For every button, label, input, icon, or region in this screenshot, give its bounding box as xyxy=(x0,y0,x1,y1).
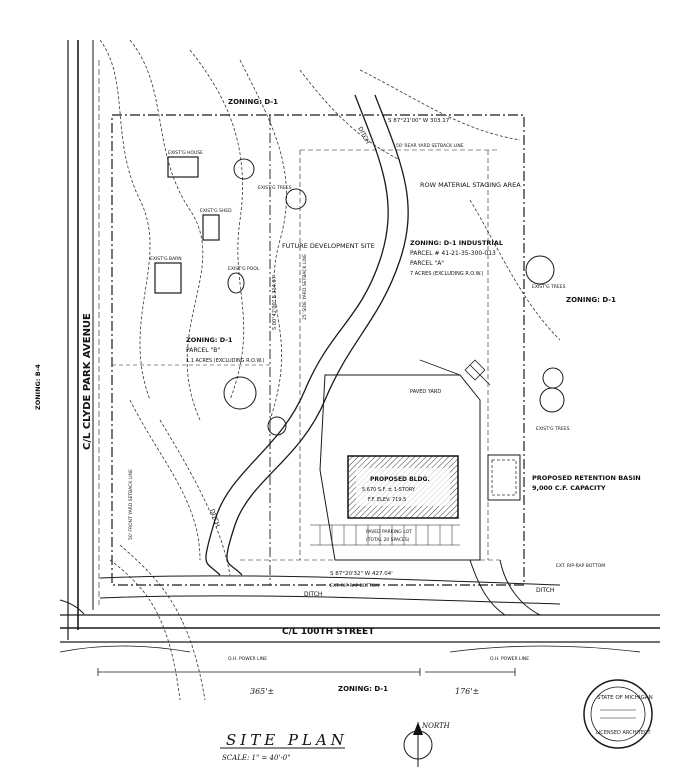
parcel-a-name: PARCEL "A" xyxy=(410,260,444,267)
ditch-label-4: DITCH xyxy=(536,587,554,594)
building-label-3: F.F. ELEV. 719.5 xyxy=(368,497,406,503)
seal-line-1: STATE OF MICHIGAN xyxy=(597,695,653,701)
building-label-1: PROPOSED BLDG. xyxy=(370,476,430,483)
street-driveways xyxy=(469,559,541,616)
exist-shed-label: EXIST'G SHED xyxy=(200,208,232,214)
bearing-bottom: S 87°20'32" W 427.04' xyxy=(330,571,393,577)
clyde-park-avenue-label: C/L CLYDE PARK AVENUE xyxy=(82,313,93,450)
parcel-b-area: 1.1 ACRES (EXCLUDING R.O.W.) xyxy=(186,358,264,364)
north-label: NORTH xyxy=(421,722,451,730)
side-setback-label: 25' SIDE YARD SETBACK LINE xyxy=(302,254,308,320)
existing-house xyxy=(167,156,199,178)
drawing-title: SITE PLAN xyxy=(226,731,348,749)
parcel-a-zoning: ZONING: D-1 INDUSTRIAL xyxy=(410,239,503,247)
bearing-mid: S 00°42'00" E 314.97' xyxy=(272,275,278,330)
parcel-b-zoning: ZONING: D-1 xyxy=(186,336,233,344)
drawing-scale: SCALE: 1" = 40'-0" xyxy=(222,754,290,762)
zoning-top-label: ZONING: D-1 xyxy=(228,98,278,106)
zoning-right-label: ZONING: D-1 xyxy=(566,296,616,304)
seal-line-2: LICENSED ARCHITECT xyxy=(596,730,651,736)
retention-basin xyxy=(487,454,521,501)
exist-trees-label-3: EXIST'G TREES xyxy=(536,426,570,432)
existing-shed xyxy=(202,214,220,241)
exist-barn-label: EXIST'G BARN xyxy=(150,256,182,262)
existing-trees xyxy=(223,158,565,436)
paved-yard-label: PAVED YARD xyxy=(410,389,441,395)
staging-area-label: ROW MATERIAL STAGING AREA xyxy=(420,181,521,189)
100th-street-label: C/L 100TH STREET xyxy=(282,627,375,637)
retention-label-2: 9,000 C.F. CAPACITY xyxy=(532,484,606,492)
parking-lot-label: PAVED PARKING LOT xyxy=(366,529,412,535)
existing-pool xyxy=(227,272,245,294)
zoning-left-label: ZONING: B-4 xyxy=(34,364,42,410)
parcel-a-area: 7 ACRES (EXCLUDING R.O.W.) xyxy=(410,271,484,277)
rip-rap-label-1: EXT. RIP-RAP BOTTOM xyxy=(330,583,379,589)
ditch-label-2: DITCH xyxy=(208,508,221,528)
dimension-marks xyxy=(97,668,516,676)
property-boundary xyxy=(98,114,525,673)
zoning-bottom-label: ZONING: D-1 xyxy=(338,685,388,693)
parking-spaces-label: (TOTAL 20 SPACES) xyxy=(366,537,410,543)
paved-yard xyxy=(319,359,491,561)
existing-barn xyxy=(154,262,182,294)
contour-lines xyxy=(99,39,561,701)
parcel-b-name: PARCEL "B" xyxy=(186,347,220,354)
exist-pool-label: EXIST'G POOL xyxy=(228,266,260,272)
exist-trees-label-1: EXIST'G TREES xyxy=(258,185,292,191)
north-arrow: NORTH xyxy=(403,722,451,767)
ditch-label-1: DITCH xyxy=(356,126,371,146)
future-development-label: FUTURE DEVELOPMENT SITE xyxy=(282,242,375,250)
100th-street-road xyxy=(59,599,660,653)
existing-structures xyxy=(154,156,245,294)
dimension-right: 176'± xyxy=(455,687,479,696)
power-line-label-1: O.H. POWER LINE xyxy=(228,656,267,662)
exist-trees-label-2: EXIST'G TREES xyxy=(532,284,566,290)
clyde-park-avenue-road xyxy=(67,40,100,640)
dimension-left: 365'± xyxy=(250,687,274,696)
architect-seal: STATE OF MICHIGAN LICENSED ARCHITECT xyxy=(583,679,653,749)
exist-house-label: EXIST'G HOUSE xyxy=(168,150,203,156)
title-block: SITE PLAN SCALE: 1" = 40'-0" xyxy=(220,731,348,762)
parking-stalls xyxy=(310,524,460,546)
front-setback-label: 50' FRONT YARD SETBACK LINE xyxy=(128,469,134,540)
ditch-channel xyxy=(99,94,561,605)
retention-label-1: PROPOSED RETENTION BASIN xyxy=(532,474,641,482)
ditch-label-3: DITCH xyxy=(304,591,322,598)
rip-rap-label-2: EXT. RIP-RAP BOTTOM xyxy=(556,563,605,569)
rear-setback-label: 50' REAR YARD SETBACK LINE xyxy=(396,143,464,149)
building-label-2: 5,670 S.F. ± 1-STORY xyxy=(362,487,416,493)
bearing-top: S 87°21'00" W 303.17' xyxy=(388,118,451,124)
parcel-a-number: PARCEL # 41-21-35-300-013 xyxy=(410,250,496,257)
power-line-label-2: O.H. POWER LINE xyxy=(490,656,529,662)
